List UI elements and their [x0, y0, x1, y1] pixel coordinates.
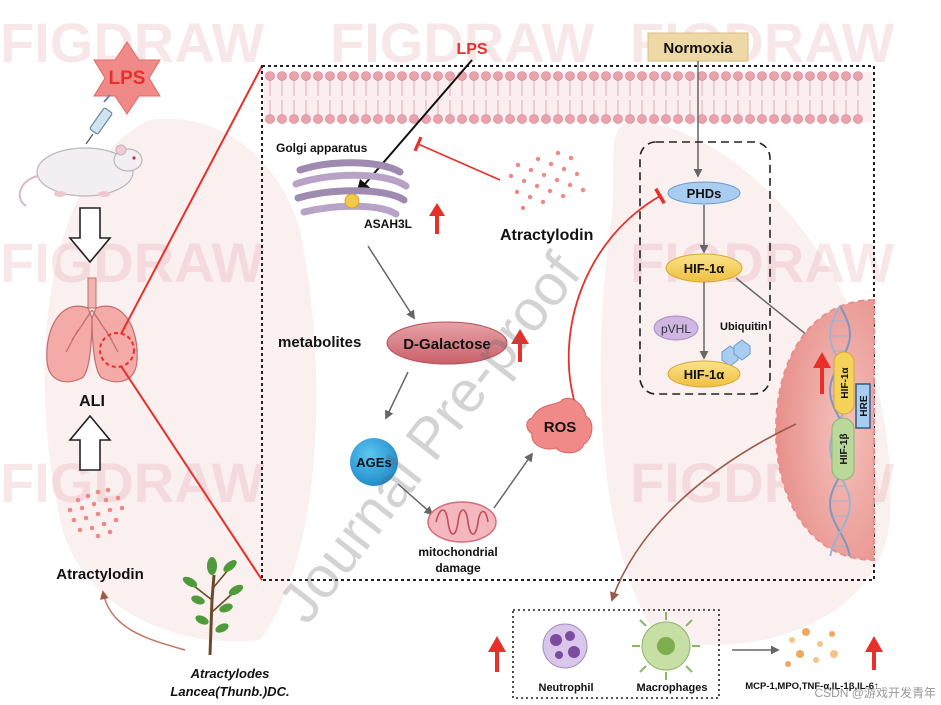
ubiquitin-label: Ubiquitin [720, 321, 768, 333]
asah3l-up-arrow [429, 203, 445, 234]
syringe-icon [85, 94, 113, 145]
mito-label-line1: mitochondrial [418, 545, 497, 559]
mito-to-ros-arrow [493, 452, 534, 509]
cell-membrane [264, 71, 872, 124]
atractylodin-inhibit-line [413, 136, 501, 181]
ages-node [350, 438, 398, 486]
svg-text:FIGDRAW: FIGDRAW [0, 231, 265, 294]
immune-cells-box [512, 609, 720, 699]
ages-to-mito-arrow [397, 483, 434, 516]
hif1a-degraded-label: HIF-1α [684, 367, 725, 382]
nucleus-hif1a-label: HIF-1α [840, 367, 851, 399]
csdn-credit: CSDN @游戏开发青年 [814, 685, 936, 700]
nucleus-hif1a: HIF-1α [833, 351, 855, 415]
atractylodin-left-label: Atractylodin [56, 566, 144, 583]
cytokines-label: MCP-1,MPO,TNF-α,IL-1β,IL-6↑ [745, 681, 879, 692]
lps-star: LPS [93, 41, 161, 115]
cell-panel-border [261, 65, 875, 581]
ali-label: ALI [79, 393, 105, 410]
atractylodin-particles-main [508, 150, 586, 211]
dgal-to-ages-arrow [385, 371, 409, 420]
svg-text:FIGDRAW: FIGDRAW [330, 11, 595, 74]
plant-name-line1: Atractylodes [190, 666, 270, 681]
hre-label: HRE [859, 395, 870, 416]
phds-label: PHDs [687, 186, 722, 201]
ros-inhibit-phds-line [567, 187, 666, 401]
cytokine-particles [785, 628, 838, 667]
plant-icon [182, 557, 244, 656]
lps-arrow [356, 59, 473, 195]
lps-label: LPS [456, 41, 487, 58]
down-arrow-hollow [68, 207, 112, 264]
up-arrow-hollow [68, 414, 112, 471]
plant-name-line2: Lancea(Thunb.)DC. [170, 684, 289, 699]
nucleus-hif1b-label: HIF-1β [839, 433, 850, 464]
asah3l-label: ASAH3L [364, 217, 412, 231]
svg-text:FIGDRAW: FIGDRAW [0, 451, 265, 514]
mitochondria-icon [427, 501, 497, 543]
nucleus-hif1b: HIF-1β [831, 417, 855, 481]
atractylodin-main-label: Atractylodin [500, 227, 593, 244]
ubiquitin-icon [721, 339, 751, 367]
zoom-line-bottom [120, 365, 263, 581]
neutrophil-icon [542, 623, 588, 669]
nucleus-hif-up-arrow [813, 352, 831, 394]
phds-node [667, 181, 741, 205]
normoxia-label: Normoxia [663, 40, 733, 57]
macrophage-icon [632, 612, 700, 680]
hif-pathway-box [639, 141, 771, 395]
hre-box: HRE [855, 383, 871, 429]
macrophage-label: Macrophages [637, 682, 708, 694]
lung-zoom-circle [99, 332, 135, 368]
plant-to-drug-arrow [99, 590, 186, 651]
d-galactose-label: D-Galactose [403, 336, 491, 353]
ros-node [526, 397, 593, 454]
pvhl-node [653, 315, 699, 341]
ros-label: ROS [544, 419, 577, 436]
golgi-apparatus-icon [292, 159, 410, 218]
pvhl-label: pVHL [661, 322, 691, 336]
golgi-label: Golgi apparatus [276, 141, 368, 155]
neutrophil-label: Neutrophil [539, 682, 594, 694]
hif1a-label: HIF-1α [684, 261, 725, 276]
nucleus-to-immune-arrow [610, 423, 797, 602]
atractylodin-particles-left [67, 487, 125, 539]
lps-star-label: LPS [109, 68, 146, 89]
mouse-icon [18, 144, 143, 207]
normoxia-box [647, 32, 749, 62]
dgal-up-arrow [511, 329, 529, 362]
metabolites-label: metabolites [278, 334, 361, 351]
ages-label: AGEs [356, 455, 391, 470]
immune-up-arrow [488, 636, 506, 672]
cytokine-up-arrow [865, 636, 883, 670]
golgi-to-dgal-arrow [367, 245, 415, 320]
hif1a-degraded-node [667, 360, 741, 388]
d-galactose-node [386, 321, 508, 365]
zoom-line-top [120, 65, 263, 335]
mito-label-line2: damage [435, 561, 481, 575]
figdraw-watermark: FIGDRAW FIGDRAW FIGDRAW FIGDRAW FIGDRAW … [0, 11, 895, 514]
